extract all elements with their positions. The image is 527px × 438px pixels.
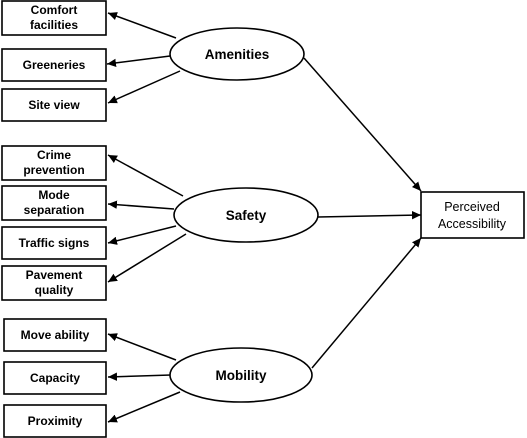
edge-safety-pavement xyxy=(107,233,187,283)
indicator-move-label: Move ability xyxy=(21,328,90,342)
edges-amenities xyxy=(106,12,181,104)
indicator-move: Move ability xyxy=(3,318,107,352)
edges-mobility xyxy=(107,333,181,423)
indicator-capacity-label: Capacity xyxy=(30,371,80,385)
indicator-mode: Mode separation xyxy=(1,185,107,221)
edge-mobility-outcome xyxy=(311,237,422,369)
indicator-traffic: Traffic signs xyxy=(1,226,107,260)
edges-outcome xyxy=(303,57,422,369)
indicator-proximity: Proximity xyxy=(3,404,107,438)
edge-safety-mode xyxy=(107,200,175,210)
construct-amenities-label: Amenities xyxy=(205,47,270,62)
edge-amenities-comfort xyxy=(107,12,177,39)
indicator-pavement-line1: Pavement xyxy=(26,268,83,282)
edge-safety-outcome xyxy=(317,210,422,220)
construct-safety-label: Safety xyxy=(226,208,267,223)
construct-mobility: Mobility xyxy=(169,347,313,403)
edge-mobility-move xyxy=(107,333,177,361)
outcome-perceived-accessibility: Perceived Accessibility xyxy=(420,191,525,239)
edge-mobility-proximity xyxy=(107,391,181,423)
edge-amenities-greeneries xyxy=(106,55,171,68)
indicator-pavement-line2: quality xyxy=(35,283,74,297)
indicator-capacity: Capacity xyxy=(3,361,107,395)
indicator-comfort: Comfort facilities xyxy=(1,0,107,36)
edges-safety xyxy=(107,154,187,283)
edge-mobility-capacity xyxy=(107,372,172,381)
construct-mobility-label: Mobility xyxy=(216,368,267,383)
outcome-line1: Perceived xyxy=(444,200,500,214)
edge-safety-crime xyxy=(107,154,184,197)
indicator-pavement: Pavement quality xyxy=(1,265,107,301)
indicator-comfort-line1: Comfort xyxy=(31,3,78,17)
indicator-crime: Crime prevention xyxy=(1,145,107,181)
indicator-proximity-label: Proximity xyxy=(28,414,83,428)
indicator-crime-line1: Crime xyxy=(37,148,71,162)
edge-amenities-outcome xyxy=(303,57,422,192)
edge-amenities-siteview xyxy=(107,70,181,104)
indicator-greeneries-label: Greeneries xyxy=(23,58,86,72)
outcome-line2: Accessibility xyxy=(438,217,507,231)
indicator-crime-line2: prevention xyxy=(23,163,84,177)
construct-amenities: Amenities xyxy=(169,27,305,81)
edge-safety-traffic xyxy=(107,225,177,245)
indicator-mode-line2: separation xyxy=(24,203,85,217)
indicator-site-view-label: Site view xyxy=(28,98,80,112)
indicator-mode-line1: Mode xyxy=(38,188,70,202)
indicator-traffic-label: Traffic signs xyxy=(19,236,90,250)
indicator-site-view: Site view xyxy=(1,88,107,122)
indicator-greeneries: Greeneries xyxy=(1,48,107,82)
indicator-comfort-line2: facilities xyxy=(30,18,78,32)
construct-safety: Safety xyxy=(173,187,319,243)
